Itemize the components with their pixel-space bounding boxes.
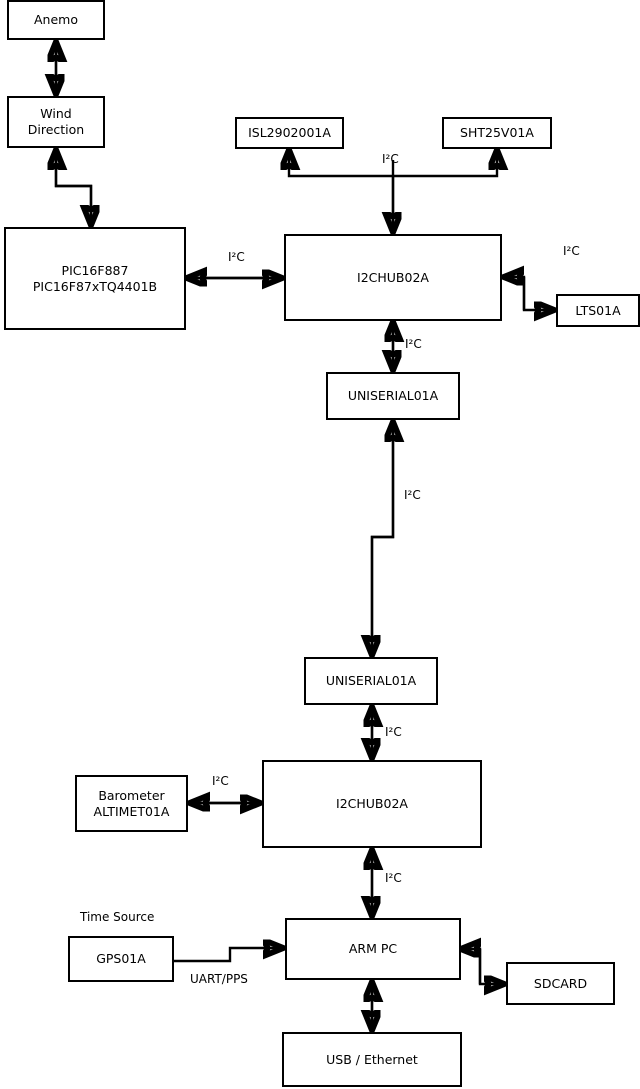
- label-i2c-hub-uniserial: I²C: [405, 337, 422, 351]
- wire-wind-to-pic: [54, 152, 91, 223]
- block-uniserial01a-bottom-label: UNISERIAL01A: [325, 673, 417, 689]
- wire-gps-to-armpc: [174, 948, 281, 963]
- label-i2c-pic-hub: I²C: [228, 250, 245, 264]
- block-sdcard[interactable]: SDCARD: [506, 962, 615, 1005]
- label-i2c-barometer-hub: I²C: [212, 774, 229, 788]
- label-i2c-sensor-bus: I²C: [382, 152, 399, 166]
- wire-hub-to-lts: [522, 277, 552, 310]
- block-uniserial01a-top-label: UNISERIAL01A: [347, 388, 439, 404]
- label-i2c-uniserial-link: I²C: [404, 488, 421, 502]
- block-lts01a-label: LTS01A: [575, 302, 621, 318]
- block-sdcard-label: SDCARD: [533, 975, 588, 991]
- block-wind-direction[interactable]: Wind Direction: [7, 96, 105, 148]
- wire-uniserial-bottom-to-top: [370, 424, 393, 653]
- block-i2chub02a-top[interactable]: I2CHUB02A: [284, 234, 502, 321]
- block-sht25v01a[interactable]: SHT25V01A: [442, 117, 552, 149]
- wire-uniserial-top-to-bottom: [372, 424, 395, 653]
- block-arm-pc-label: ARM PC: [348, 941, 398, 957]
- block-gps01a-label: GPS01A: [96, 951, 146, 967]
- block-pic-label-line2: PIC16F87xTQ4401B: [32, 278, 158, 294]
- block-anemo-label: Anemo: [34, 12, 78, 28]
- label-i2c-hub-lts: I²C: [563, 244, 580, 258]
- block-isl2902001a-label: ISL2902001A: [248, 125, 331, 141]
- block-wind-direction-label-line1: Wind: [40, 106, 72, 122]
- block-usb-ethernet[interactable]: USB / Ethernet: [282, 1032, 462, 1087]
- wire-hub-to-sht: [393, 152, 497, 178]
- block-barometer-altimet01a[interactable]: Barometer ALTIMET01A: [75, 775, 188, 832]
- wire-pic-to-wind: [56, 152, 93, 223]
- block-sht25v01a-label: SHT25V01A: [460, 125, 534, 141]
- wire-sdcard-to-armpc: [463, 949, 482, 984]
- wire-hub-to-isl: [289, 152, 395, 230]
- wire-lts-to-hub: [506, 277, 526, 310]
- block-i2chub02a-bottom[interactable]: I2CHUB02A: [262, 760, 482, 848]
- block-barometer-label-line1: Barometer: [98, 787, 165, 803]
- label-uart-pps: UART/PPS: [190, 972, 248, 986]
- label-i2c-uniserial-hub-bottom: I²C: [385, 725, 402, 739]
- block-isl2902001a[interactable]: ISL2902001A: [235, 117, 344, 149]
- block-arm-pc[interactable]: ARM PC: [285, 918, 461, 980]
- wire-armpc-to-sdcard: [478, 949, 502, 984]
- block-lts01a[interactable]: LTS01A: [556, 294, 640, 327]
- block-i2chub02a-top-label: I2CHUB02A: [357, 269, 429, 285]
- block-wind-direction-label-line2: Direction: [27, 122, 85, 137]
- block-uniserial01a-bottom[interactable]: UNISERIAL01A: [304, 657, 438, 705]
- block-pic-label-line1: PIC16F887: [61, 262, 129, 278]
- block-usb-ethernet-label: USB / Ethernet: [326, 1051, 418, 1067]
- label-i2c-hub-armpc: I²C: [385, 871, 402, 885]
- block-gps01a[interactable]: GPS01A: [68, 936, 174, 982]
- block-barometer-label-line2: ALTIMET01A: [93, 803, 170, 819]
- block-uniserial01a-top[interactable]: UNISERIAL01A: [326, 372, 460, 420]
- block-anemo[interactable]: Anemo: [7, 0, 105, 40]
- block-pic-microcontroller[interactable]: PIC16F887 PIC16F87xTQ4401B: [4, 227, 186, 330]
- block-i2chub02a-bottom-label: I2CHUB02A: [336, 796, 408, 812]
- label-time-source: Time Source: [80, 910, 155, 924]
